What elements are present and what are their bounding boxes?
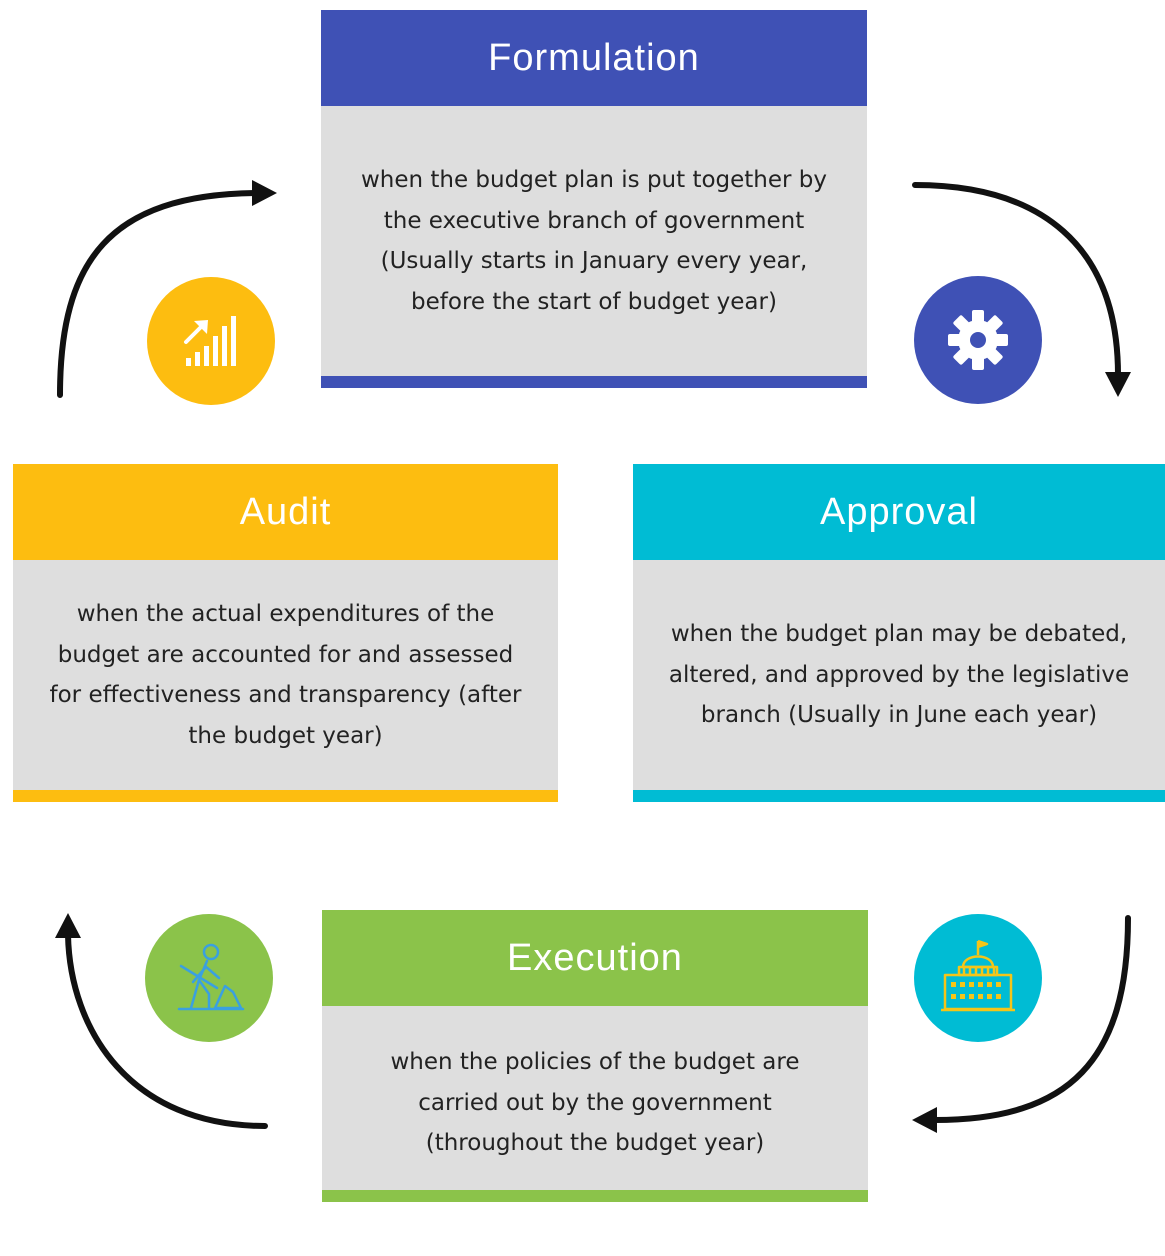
arrowhead-formulation bbox=[252, 180, 277, 206]
arrowhead-audit bbox=[55, 913, 81, 938]
growth-chart-icon bbox=[147, 277, 275, 405]
arrow-formulation-to-approval bbox=[912, 182, 1121, 378]
formulation-card: Formulation when the budget plan is put … bbox=[321, 10, 867, 388]
arrow-approval-to-execution bbox=[932, 915, 1131, 1123]
approval-description: when the budget plan may be debated, alt… bbox=[668, 621, 1130, 729]
approval-footer-bar bbox=[633, 790, 1165, 802]
audit-description: when the actual expenditures of the budg… bbox=[49, 601, 522, 749]
arrowhead-approval bbox=[1105, 372, 1131, 397]
capitol-building-icon bbox=[914, 914, 1042, 1042]
execution-footer-bar bbox=[322, 1190, 868, 1202]
formulation-description: when the budget plan is put together by … bbox=[360, 167, 828, 315]
audit-card: Audit when the actual expenditures of th… bbox=[13, 464, 558, 802]
audit-footer-bar bbox=[13, 790, 558, 802]
arrow-execution-to-audit bbox=[65, 932, 268, 1129]
worker-digging-icon bbox=[145, 914, 273, 1042]
formulation-footer-bar bbox=[321, 376, 867, 388]
arrow-audit-to-formulation bbox=[57, 190, 258, 398]
audit-title: Audit bbox=[13, 464, 558, 560]
arrowhead-execution bbox=[912, 1107, 937, 1133]
approval-card: Approval when the budget plan may be deb… bbox=[633, 464, 1165, 802]
execution-title: Execution bbox=[322, 910, 868, 1006]
cycle-arrows bbox=[55, 180, 1131, 1133]
formulation-title: Formulation bbox=[321, 10, 867, 106]
approval-title: Approval bbox=[633, 464, 1165, 560]
execution-card: Execution when the policies of the budge… bbox=[322, 910, 868, 1202]
execution-description: when the policies of the budget are carr… bbox=[390, 1049, 800, 1156]
gear-icon bbox=[914, 276, 1042, 404]
budget-cycle-diagram: Formulation when the budget plan is put … bbox=[13, 10, 1165, 1202]
